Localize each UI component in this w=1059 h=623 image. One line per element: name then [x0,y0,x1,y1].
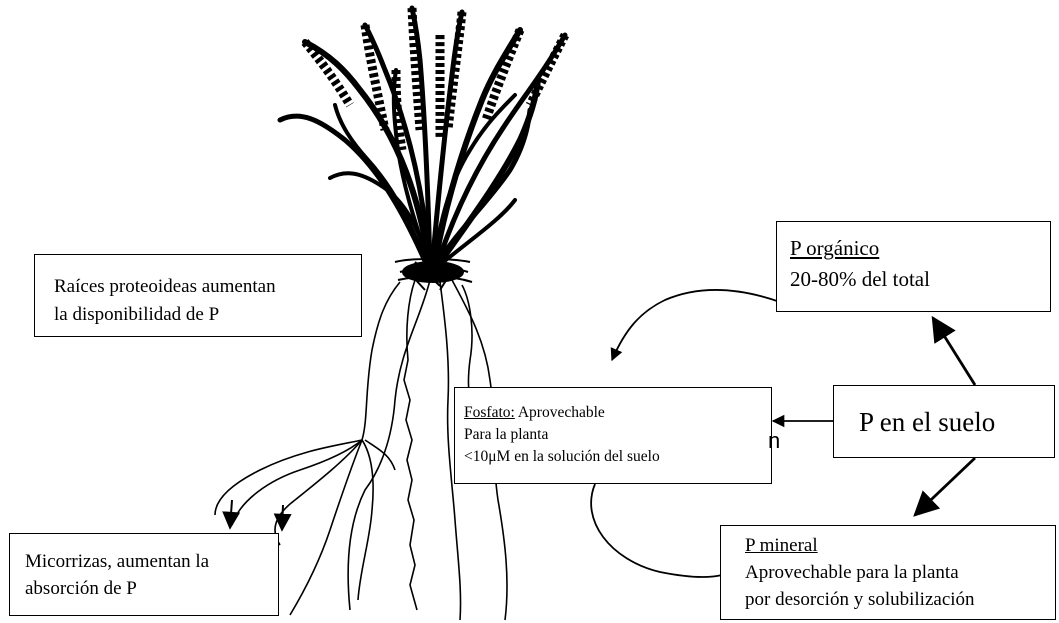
fosfato-title: Fosfato: [464,404,515,421]
arrow-fosfato-to-mineral [591,484,722,577]
fosfato-line3: <10μM en la solución del suelo [464,446,771,468]
mineral-title: P mineral [745,532,1055,559]
micorrizas-line2: absorción de P [25,575,278,602]
proteoid-line2: la disponibilidad de P [54,301,361,329]
label-organic-p: P orgánico 20-80% del total [776,221,1051,312]
arrow-organic-to-fosfato [612,290,780,360]
stray-glyph: n [768,428,780,454]
proteoid-line1: Raíces proteoideas aumentan [54,273,361,301]
mineral-line3: por desorción y solubilización [745,586,1055,613]
organic-title: P orgánico [790,233,1050,264]
plant-leaves [280,8,565,268]
organic-detail: 20-80% del total [790,264,1050,295]
root-crown [395,259,472,290]
label-mineral-p: P mineral Aprovechable para la planta po… [720,525,1056,620]
fosfato-title-rest: Aprovechable [515,404,605,421]
label-micorrizas: Micorrizas, aumentan la absorción de P [9,533,279,616]
arrow-root-2 [282,505,283,530]
arrow-suelo-to-mineral [915,458,975,515]
fosfato-line2: Para la planta [464,424,771,446]
label-p-en-el-suelo: P en el suelo [833,385,1055,458]
micorrizas-line1: Micorrizas, aumentan la [25,548,278,575]
arrow-suelo-to-organic [933,318,975,385]
label-proteoid-roots: Raíces proteoideas aumentan la disponibi… [34,254,362,337]
suelo-text: P en el suelo [859,405,1054,439]
label-fosfato: Fosfato: Aprovechable Para la planta <10… [454,387,772,484]
fosfato-line1: Fosfato: Aprovechable [464,402,771,424]
mineral-line2: Aprovechable para la planta [745,559,1055,586]
